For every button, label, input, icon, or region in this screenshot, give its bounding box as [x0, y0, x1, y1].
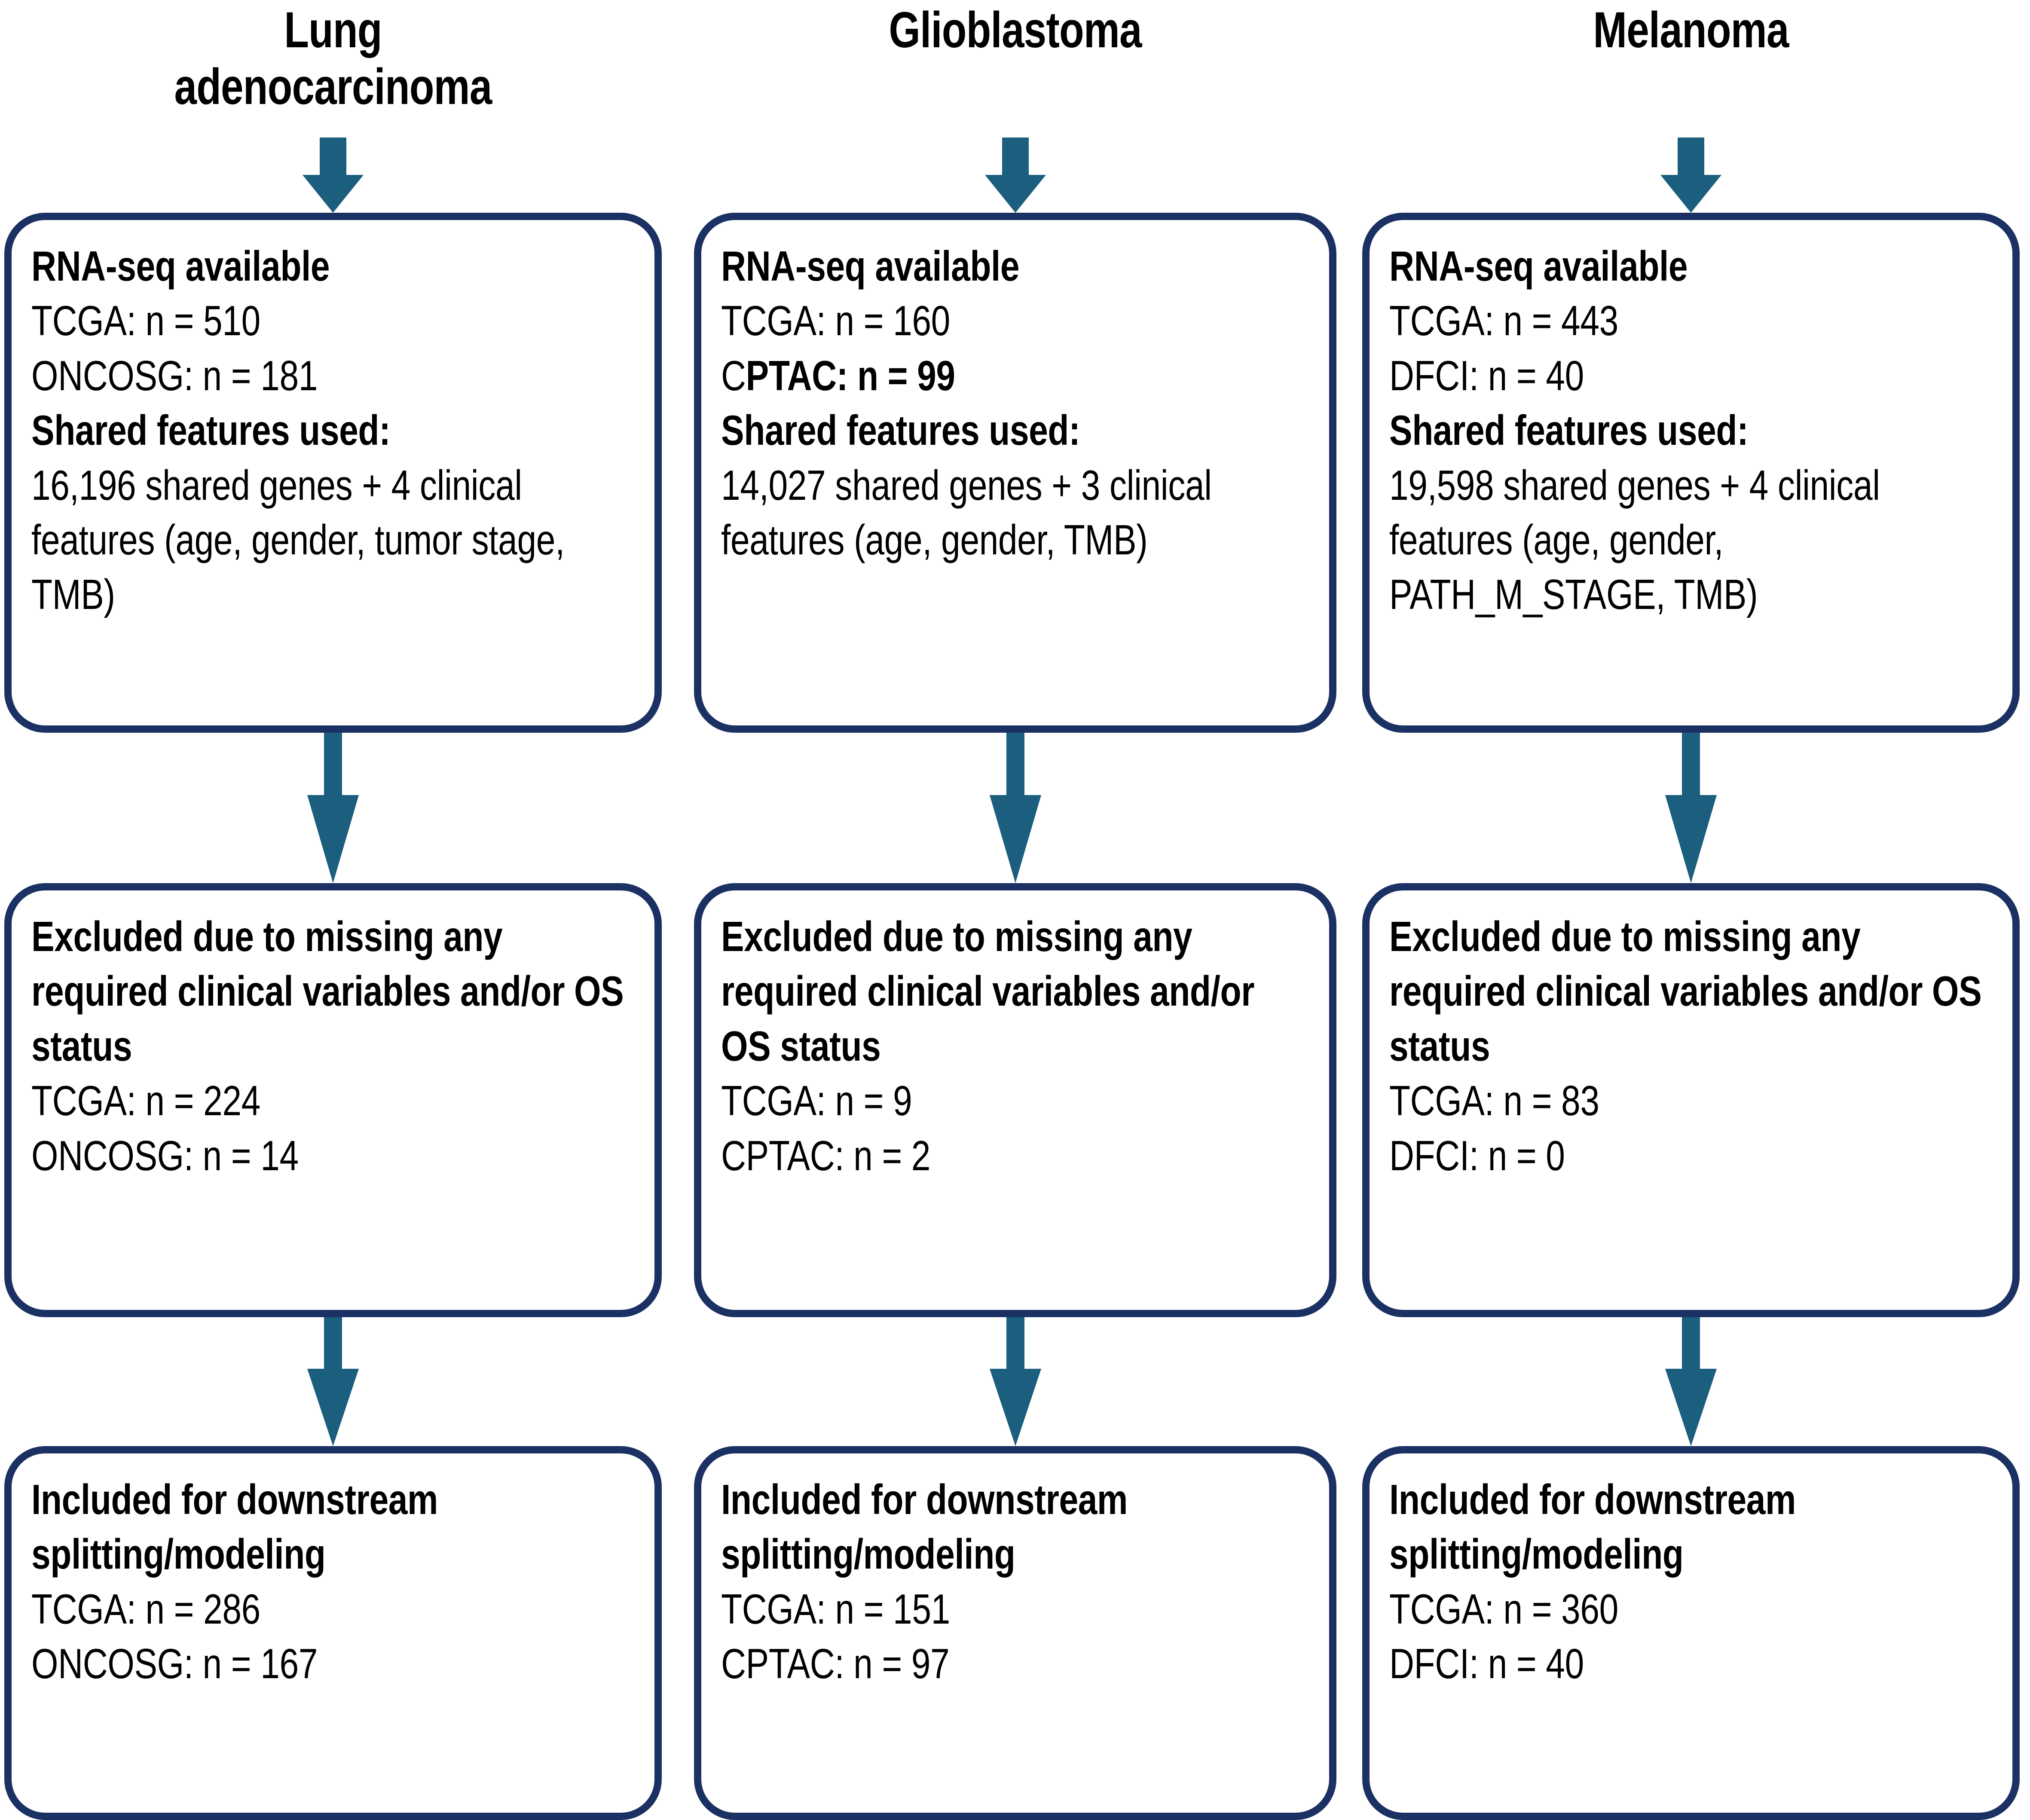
box-text-segment: C	[721, 352, 746, 399]
down-arrow-icon-melanoma-0	[1657, 138, 1725, 213]
box-text-line: Excluded due to missing any required cli…	[31, 913, 633, 1070]
box-text-line: TCGA: n = 151	[721, 1585, 950, 1633]
box-text-line: Excluded due to missing any required cli…	[721, 913, 1264, 1070]
flow-box-lung-adenocarcinoma-included: Included for downstream splitting/modeli…	[4, 1446, 662, 1820]
box-text-line: Included for downstream splitting/modeli…	[721, 1476, 1137, 1578]
box-text-line: 19,598 shared genes + 4 clinical feature…	[1389, 461, 1889, 618]
flow-box-lung-adenocarcinoma-excluded: Excluded due to missing any required cli…	[4, 883, 662, 1317]
box-text-line: DFCI: n = 0	[1389, 1132, 1565, 1179]
flow-box-glioblastoma-included: Included for downstream splitting/modeli…	[694, 1446, 1336, 1820]
box-text-line: Included for downstream splitting/modeli…	[31, 1476, 447, 1578]
down-arrow-icon-glioblastoma-0	[981, 138, 1050, 213]
down-arrow-icon-lung-adenocarcinoma-1	[299, 733, 367, 883]
box-text-line: RNA-seq available	[31, 242, 330, 290]
box-text-line: RNA-seq available	[1389, 242, 1688, 290]
column-header-lung-adenocarcinoma: Lung adenocarcinoma	[174, 2, 492, 116]
box-text-line: TCGA: n = 83	[1389, 1077, 1599, 1125]
box-text-line: TCGA: n = 9	[721, 1077, 912, 1125]
box-text-line: TCGA: n = 510	[31, 297, 260, 345]
box-text-line: TCGA: n = 160	[721, 297, 950, 345]
box-text-line: CPTAC: n = 2	[721, 1132, 931, 1179]
box-text-line: TCGA: n = 286	[31, 1585, 260, 1633]
column-header-glioblastoma: Glioblastoma	[889, 2, 1142, 58]
box-text-segment: PTAC: n = 99	[746, 352, 955, 399]
box-text-line: ONCOSG: n = 167	[31, 1640, 318, 1688]
flow-box-glioblastoma-excluded: Excluded due to missing any required cli…	[694, 883, 1336, 1317]
down-arrow-icon-melanoma-2	[1657, 1317, 1725, 1446]
box-text-line: ONCOSG: n = 181	[31, 352, 318, 399]
box-text-line: DFCI: n = 40	[1389, 352, 1584, 399]
down-arrow-icon-melanoma-1	[1657, 733, 1725, 883]
column-header-melanoma: Melanoma	[1593, 2, 1789, 58]
box-text-line: TCGA: n = 360	[1389, 1585, 1618, 1633]
box-text-line: Shared features used:	[1389, 407, 1749, 454]
box-text-line: TCGA: n = 224	[31, 1077, 260, 1125]
flow-box-melanoma-excluded: Excluded due to missing any required cli…	[1362, 883, 2020, 1317]
box-text-line: CPTAC: n = 97	[721, 1640, 950, 1688]
box-text-line: Shared features used:	[721, 407, 1080, 454]
down-arrow-icon-glioblastoma-2	[981, 1317, 1050, 1446]
box-text-line: RNA-seq available	[721, 242, 1020, 290]
box-text-line: 16,196 shared genes + 4 clinical feature…	[31, 461, 574, 618]
box-text-line: Shared features used:	[31, 407, 391, 454]
box-text-line: TCGA: n = 443	[1389, 297, 1618, 345]
box-text-line: ONCOSG: n = 14	[31, 1132, 299, 1179]
flow-box-melanoma-included: Included for downstream splitting/modeli…	[1362, 1446, 2020, 1820]
box-text-line: Excluded due to missing any required cli…	[1389, 913, 1991, 1070]
box-text-line: CPTAC: n = 99	[721, 349, 1310, 403]
box-text-line: 14,027 shared genes + 3 clinical feature…	[721, 461, 1221, 563]
box-text-line: Included for downstream splitting/modeli…	[1389, 1476, 1805, 1578]
down-arrow-icon-glioblastoma-1	[981, 733, 1050, 883]
box-text-line: DFCI: n = 40	[1389, 1640, 1584, 1688]
down-arrow-icon-lung-adenocarcinoma-0	[299, 138, 367, 213]
down-arrow-icon-lung-adenocarcinoma-2	[299, 1317, 367, 1446]
